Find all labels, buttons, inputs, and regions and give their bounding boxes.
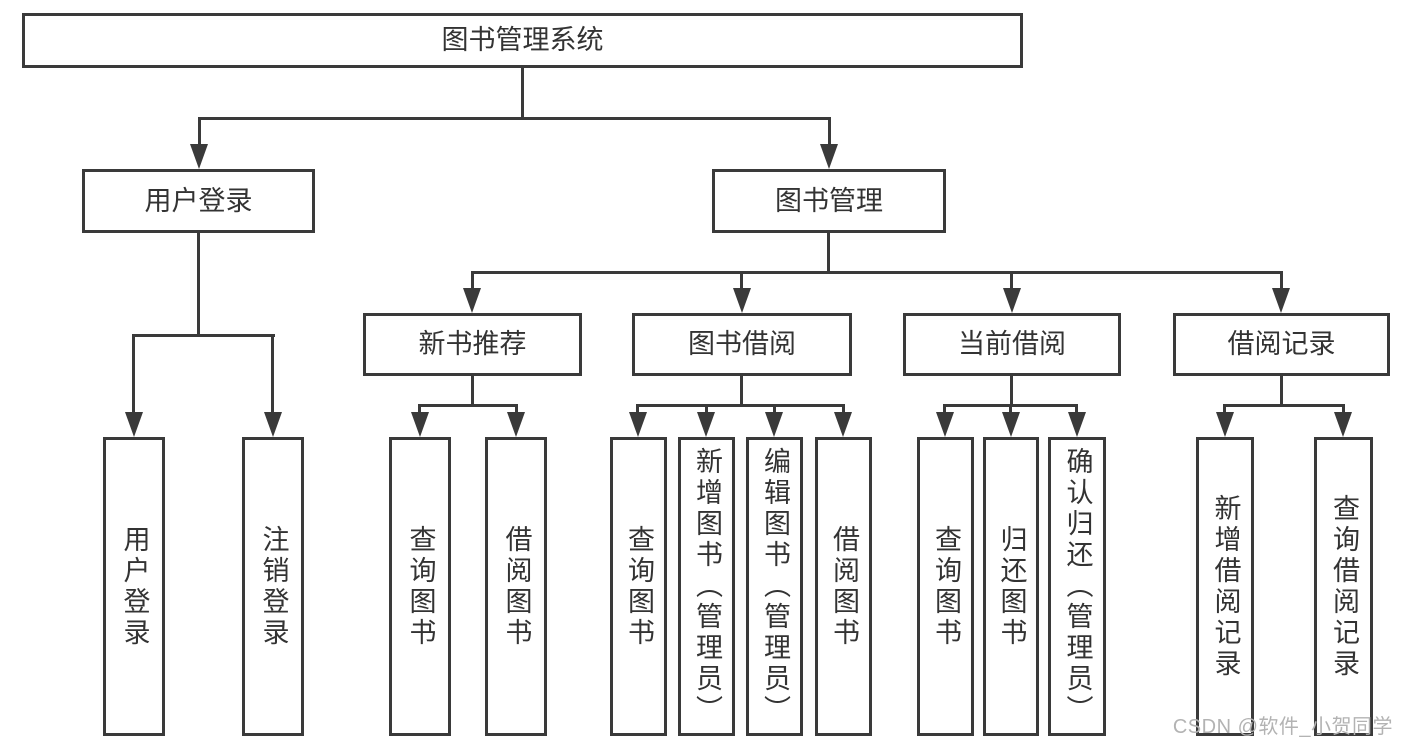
leaf-user-login-label: 用户登录 [119, 524, 150, 649]
node-new-book-recommendation: 新书推荐 [363, 313, 582, 376]
arrowhead-bb-edit [765, 412, 783, 437]
leaf-bb-query-books: 查询图书 [610, 437, 667, 736]
node-book-borrowing: 图书借阅 [632, 313, 852, 376]
arrowhead-ul-logout [264, 412, 282, 437]
connector-bb-query-drop [636, 404, 639, 416]
leaf-cb-confirm-return-admin: 确认归还（管理员） [1048, 437, 1106, 736]
leaf-bb-add-books-admin-label: 新增图书（管理员） [692, 447, 722, 726]
arrowhead-book-mgmt [820, 144, 838, 169]
arrowhead-bb-borrow [834, 412, 852, 437]
arrowhead-br-add [1216, 412, 1234, 437]
leaf-bb-add-books-admin: 新增图书（管理员） [678, 437, 735, 736]
leaf-bb-borrow-books-label: 借阅图书 [829, 524, 859, 649]
leaf-bb-borrow-books: 借阅图书 [815, 437, 872, 736]
leaf-nbr-query-books-label: 查询图书 [405, 524, 436, 649]
connector-level3-rail [471, 271, 1283, 274]
connector-root-stem [521, 66, 524, 119]
connector-bb-rail [637, 404, 845, 407]
connector-br-stem [1280, 374, 1283, 407]
leaf-user-login: 用户登录 [103, 437, 165, 736]
arrowhead-cb-return [1002, 412, 1020, 437]
arrowhead-nbr-query [411, 412, 429, 437]
arrowhead-bb-query [629, 412, 647, 437]
node-user-login: 用户登录 [82, 169, 315, 233]
leaf-cb-return-books: 归还图书 [983, 437, 1039, 736]
arrowhead-ul-login [125, 412, 143, 437]
connector-cb-drop [1010, 271, 1013, 291]
node-root-label: 图书管理系统 [441, 25, 604, 56]
leaf-nbr-borrow-books-label: 借阅图书 [501, 524, 532, 649]
node-current-borrowing: 当前借阅 [903, 313, 1121, 376]
connector-bb-drop [740, 271, 743, 291]
connector-nbr-stem [471, 374, 474, 407]
leaf-bb-edit-books-admin: 编辑图书（管理员） [746, 437, 803, 736]
connector-nbr-borrow-drop [515, 404, 518, 416]
connector-user-login-rail [132, 334, 275, 337]
arrowhead-cb-query [936, 412, 954, 437]
connector-cb-stem [1010, 374, 1013, 407]
arrowhead-user-login [190, 144, 208, 169]
leaf-cb-return-books-label: 归还图书 [996, 524, 1027, 649]
csdn-watermark: CSDN @软件_小贺同学 [1172, 716, 1393, 738]
leaf-nbr-borrow-books: 借阅图书 [485, 437, 547, 736]
connector-bb-stem [740, 374, 743, 407]
leaf-nbr-query-books: 查询图书 [389, 437, 451, 736]
connector-nbr-drop [471, 271, 474, 291]
connector-book-mgmt-drop [828, 117, 831, 147]
node-new-book-recommendation-label: 新书推荐 [418, 329, 527, 360]
connector-nbr-rail [418, 404, 518, 407]
arrowhead-br [1272, 288, 1290, 313]
connector-bb-borrow-drop [842, 404, 845, 416]
leaf-br-query-borrow-record: 查询借阅记录 [1314, 437, 1373, 736]
arrowhead-cb [1003, 288, 1021, 313]
arrowhead-br-query [1334, 412, 1352, 437]
node-book-management: 图书管理 [712, 169, 946, 233]
node-book-borrowing-label: 图书借阅 [688, 329, 796, 360]
leaf-bb-edit-books-admin-label: 编辑图书（管理员） [760, 447, 790, 726]
connector-cb-query-drop [943, 404, 946, 416]
leaf-br-query-borrow-record-label: 查询借阅记录 [1329, 493, 1359, 680]
leaf-br-new-borrow-record-label: 新增借阅记录 [1210, 493, 1241, 680]
arrowhead-nbr [463, 288, 481, 313]
connector-br-query-drop [1342, 404, 1345, 416]
leaf-cb-confirm-return-admin-label: 确认归还（管理员） [1062, 447, 1093, 726]
leaf-cb-query-books: 查询图书 [917, 437, 974, 736]
connector-user-login-stem [197, 231, 200, 336]
connector-ul-login-drop [132, 334, 135, 414]
node-borrowing-records-label: 借阅记录 [1227, 329, 1336, 360]
connector-cb-return-drop [1009, 404, 1012, 416]
arrowhead-nbr-borrow [507, 412, 525, 437]
node-book-management-label: 图书管理 [775, 185, 883, 216]
connector-nbr-query-drop [418, 404, 421, 416]
arrowhead-cb-confirm [1068, 412, 1086, 437]
arrowhead-bb-add [697, 412, 715, 437]
leaf-bb-query-books-label: 查询图书 [624, 524, 654, 649]
connector-book-mgmt-stem [827, 231, 830, 274]
connector-br-drop [1280, 271, 1283, 291]
leaf-logout: 注销登录 [242, 437, 304, 736]
connector-bb-edit-drop [773, 404, 776, 416]
leaf-cb-query-books-label: 查询图书 [931, 524, 961, 649]
node-current-borrowing-label: 当前借阅 [958, 329, 1066, 360]
connector-bb-add-drop [705, 404, 708, 416]
connector-br-add-drop [1223, 404, 1226, 416]
connector-br-rail [1224, 404, 1345, 407]
arrowhead-bb [733, 288, 751, 313]
node-root: 图书管理系统 [22, 13, 1023, 68]
connector-level2-rail [198, 117, 831, 120]
connector-cb-confirm-drop [1075, 404, 1078, 416]
leaf-logout-label: 注销登录 [258, 524, 289, 649]
leaf-br-new-borrow-record: 新增借阅记录 [1196, 437, 1254, 736]
connector-ul-logout-drop [271, 334, 274, 414]
connector-user-login-drop [198, 117, 201, 147]
node-borrowing-records: 借阅记录 [1173, 313, 1390, 376]
node-user-login-label: 用户登录 [144, 185, 253, 216]
